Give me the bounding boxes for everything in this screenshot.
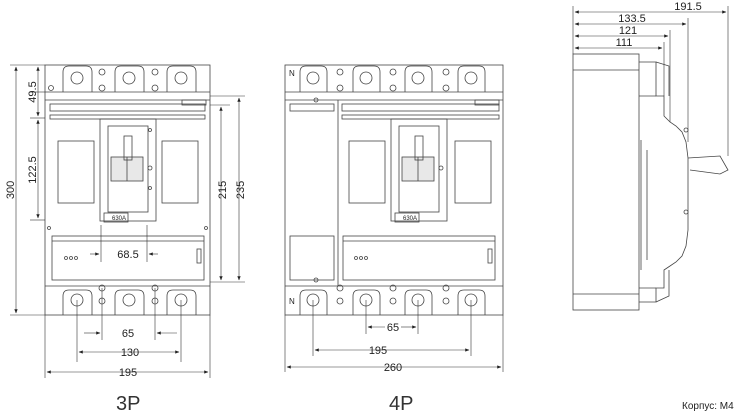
breaker-body-4p xyxy=(284,64,504,316)
side-body xyxy=(572,53,640,311)
bottom-terminals-3p xyxy=(62,284,197,315)
top-terminals-4p xyxy=(299,65,486,92)
dim-top-offset-3p: 49.5 xyxy=(27,81,39,102)
dim-height-total-3p: 300 xyxy=(5,181,17,199)
caption-3p: 3P xyxy=(116,393,141,415)
neutral-label-top-4p: N xyxy=(289,69,295,78)
rating-label-3p: 630A xyxy=(112,216,126,222)
view-4p xyxy=(284,64,504,316)
dim-pole-pitch-3p: 65 xyxy=(122,328,134,340)
dim-side-2: 133.5 xyxy=(618,13,646,25)
dim-outer-poles-3p: 130 xyxy=(121,347,139,359)
dimensions-4p xyxy=(284,300,504,372)
side-handle xyxy=(687,155,729,175)
bottom-terminals-4p xyxy=(299,277,486,315)
top-terminals-3p xyxy=(48,65,197,92)
dim-side-4: 111 xyxy=(616,37,633,49)
neutral-label-bottom-4p: N xyxy=(289,297,295,306)
dim-side-1: 191.5 xyxy=(674,1,702,13)
side-view xyxy=(572,53,729,311)
dimensions-3p xyxy=(10,64,245,378)
dim-right-inner-3p: 215 xyxy=(217,181,229,199)
dim-mid-height-3p: 122.5 xyxy=(27,156,39,184)
dim-right-outer-3p: 235 xyxy=(235,181,247,199)
accessory-panel-4p xyxy=(342,235,496,281)
caption-4p: 4P xyxy=(389,393,414,415)
dimensions-side xyxy=(572,6,729,156)
breaker-body-3p xyxy=(44,64,211,316)
dim-span-4p: 195 xyxy=(369,345,387,357)
dim-side-3: 121 xyxy=(619,25,637,37)
dim-inner-pole-3p: 68.5 xyxy=(117,249,138,261)
housing-note: Корпус: М4 xyxy=(682,401,734,412)
right-window-3p xyxy=(161,140,199,204)
rating-label-4p: 630A xyxy=(403,216,417,222)
dim-width-4p: 260 xyxy=(384,362,402,374)
dim-pole-pitch-4p: 65 xyxy=(387,322,399,334)
view-3p xyxy=(44,64,211,316)
dim-width-3p: 195 xyxy=(119,367,137,379)
accessory-panel-3p xyxy=(51,235,205,281)
left-window-3p xyxy=(57,140,95,204)
